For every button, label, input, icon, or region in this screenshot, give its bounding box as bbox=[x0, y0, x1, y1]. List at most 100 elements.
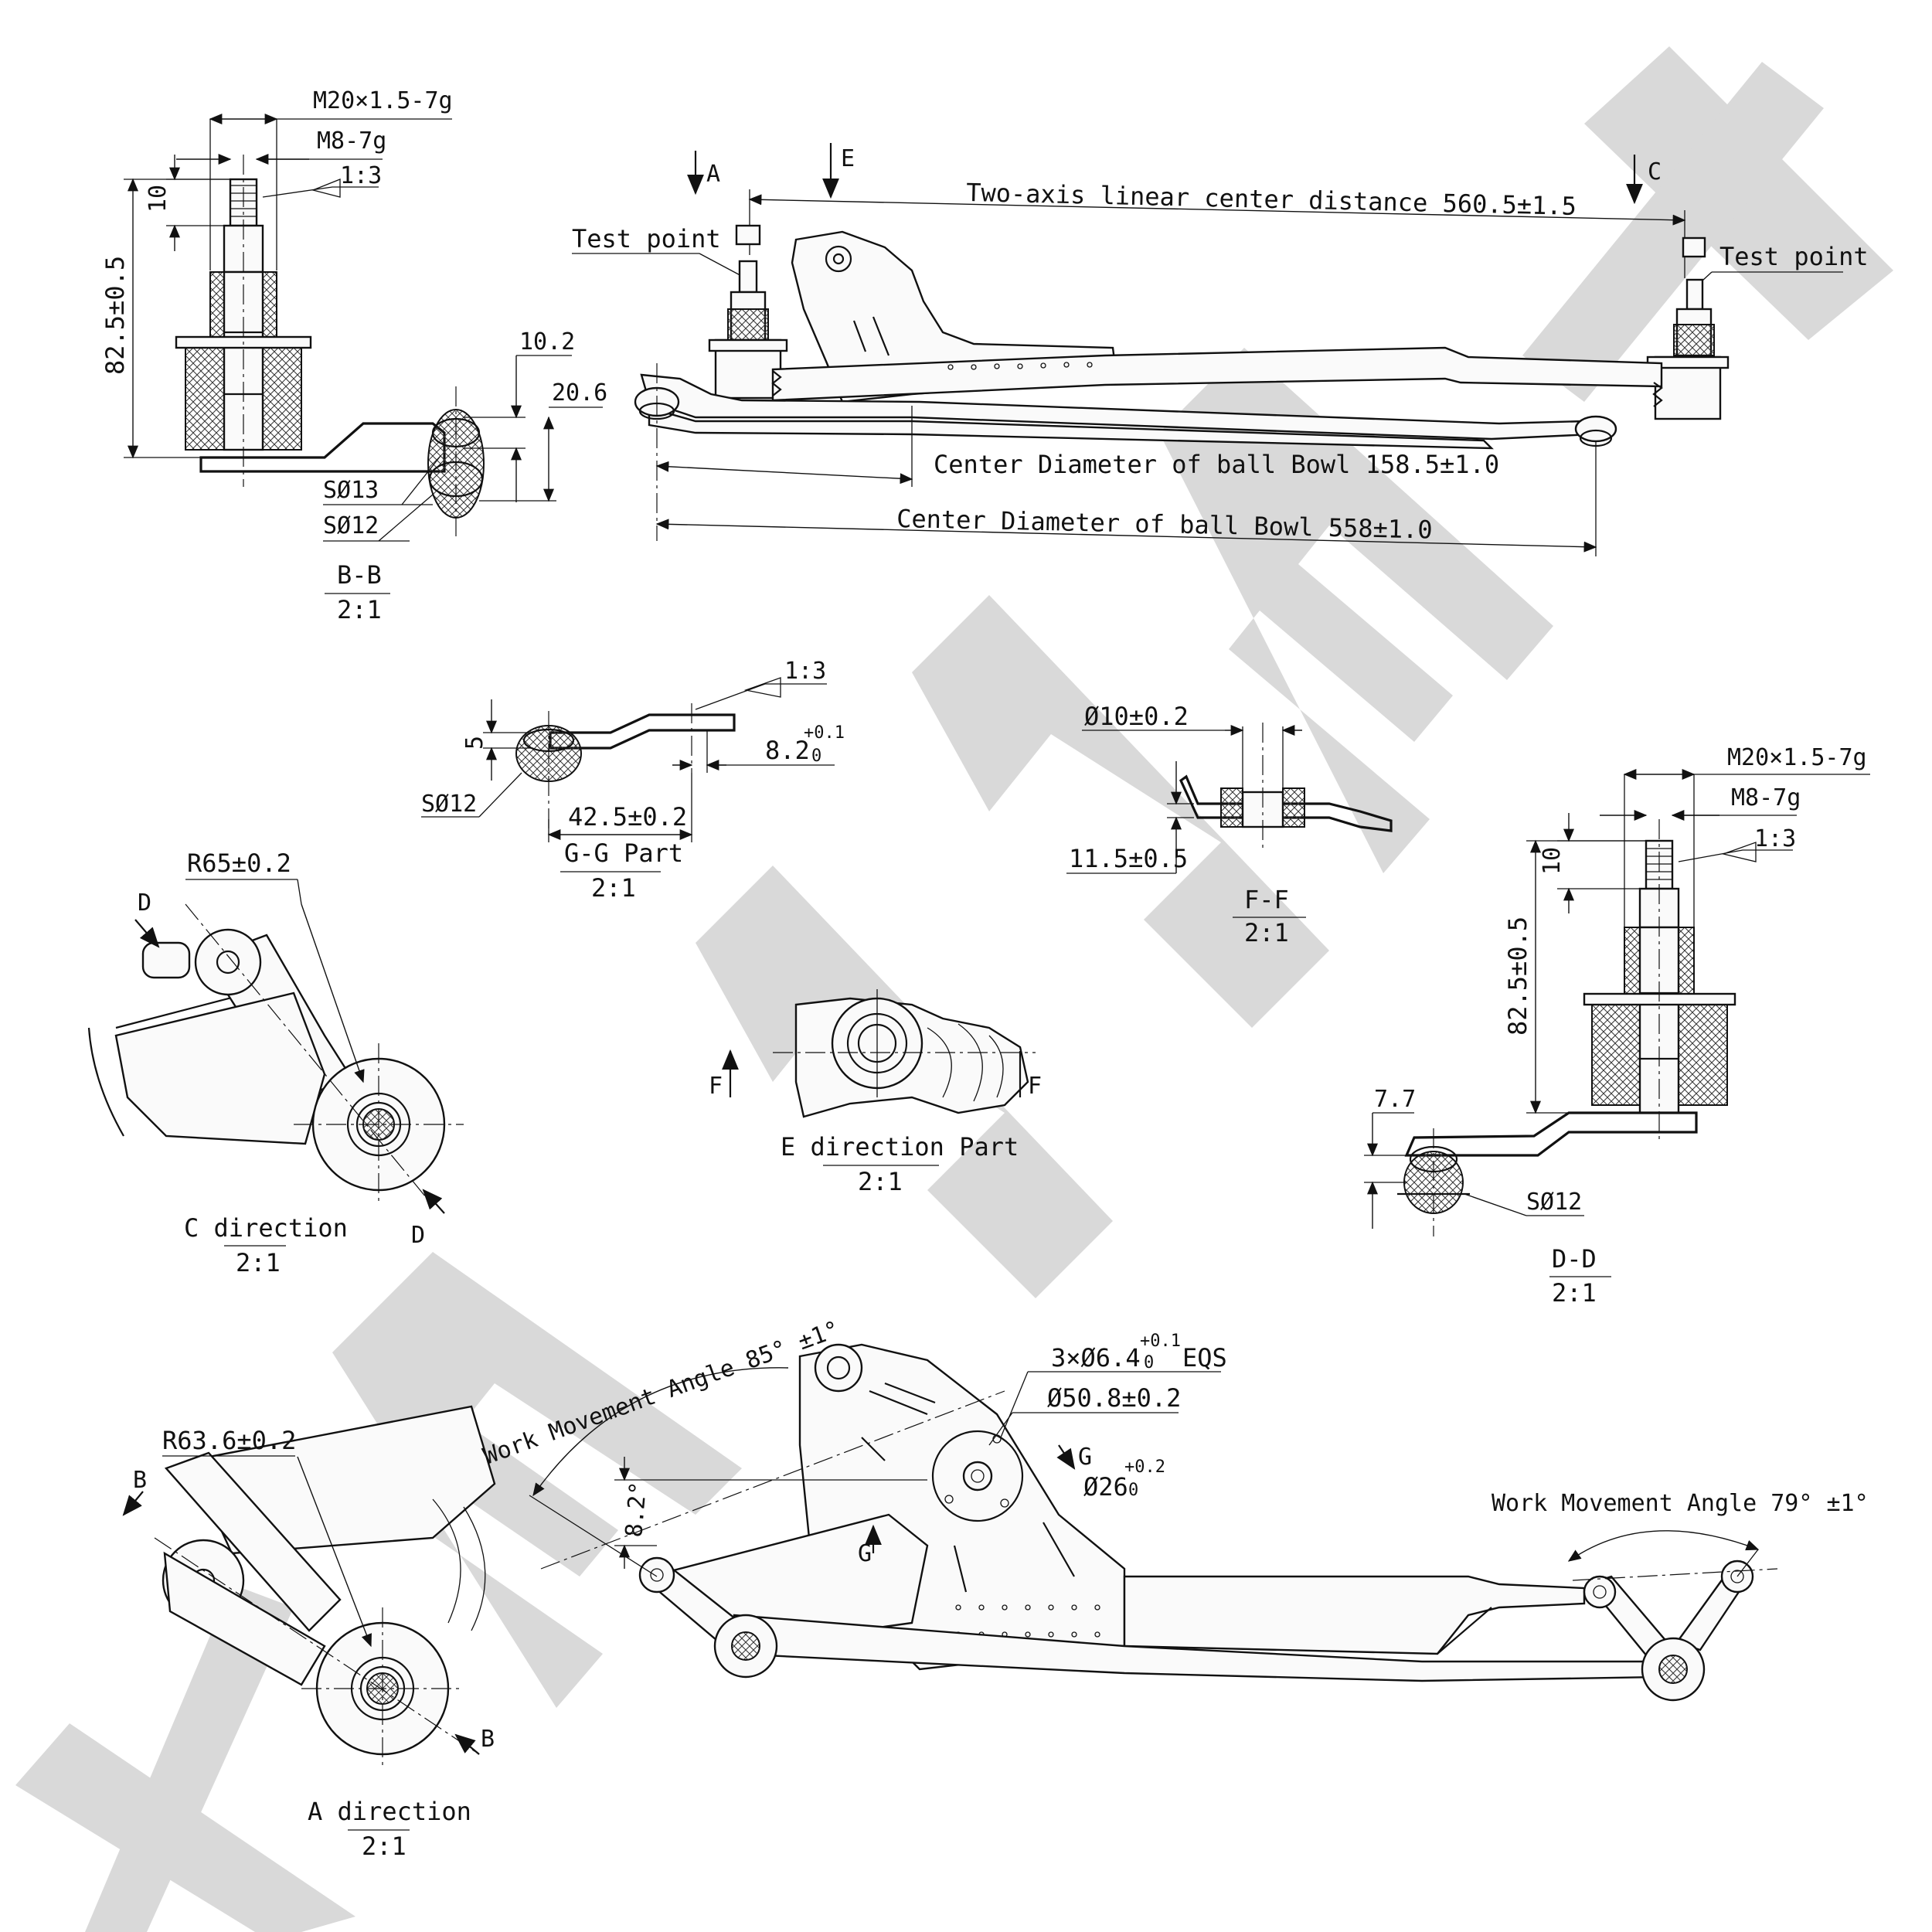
edir-sec-left: F bbox=[709, 1073, 723, 1100]
cdir-sec-top: D bbox=[138, 889, 151, 917]
bottom-bore-tol-lower: 0 bbox=[1128, 1481, 1138, 1500]
ff-insert-left bbox=[1220, 787, 1243, 828]
main-right-spindle-tip bbox=[1685, 278, 1704, 311]
bb-dim-10-2: 10.2 bbox=[519, 328, 575, 355]
gg-tol-lower: 0 bbox=[811, 747, 821, 766]
watermark-letter-e bbox=[332, 1252, 742, 1708]
main-two-axis-dim: Two-axis linear center distance 560.5±1.… bbox=[966, 178, 1577, 221]
edir-view-scale: 2:1 bbox=[858, 1167, 903, 1196]
watermark-letter-x-4 bbox=[1522, 62, 1824, 402]
bb-ball-13: SØ13 bbox=[323, 477, 379, 504]
dd-thread-major: M20×1.5-7g bbox=[1727, 744, 1867, 771]
view-adir: R63.6±0.2 B B A direction 2:1 bbox=[122, 1405, 496, 1861]
edir-view-name: E direction Part bbox=[781, 1132, 1019, 1162]
dd-view-name: D-D bbox=[1552, 1244, 1597, 1274]
bottom-angle-arc-left bbox=[532, 1367, 789, 1497]
main-long-rod bbox=[771, 346, 1663, 402]
main-left-flange bbox=[708, 338, 788, 352]
watermark bbox=[15, 46, 1893, 1932]
bottom-holes-tol-lower: 0 bbox=[1144, 1353, 1154, 1372]
bottom-holes: 3×Ø6.4 bbox=[1051, 1343, 1141, 1372]
main-arrow-e: E bbox=[841, 145, 855, 172]
gg-tol-upper: +0.1 bbox=[804, 723, 845, 743]
bottom-dim-8-2: 8.2° bbox=[621, 1481, 652, 1539]
adir-sec-bot: B bbox=[481, 1726, 495, 1753]
bottom-bore-tol-upper: +0.2 bbox=[1124, 1458, 1165, 1477]
watermark-letter-n-2 bbox=[912, 595, 1329, 1028]
ff-view-scale: 2:1 bbox=[1244, 918, 1289, 947]
cdir-sec-bot: D bbox=[411, 1222, 425, 1249]
dd-dim-10: 10 bbox=[1539, 847, 1566, 875]
bottom-holes-eqs: EQS bbox=[1182, 1343, 1227, 1372]
bb-view-scale: 2:1 bbox=[337, 595, 382, 624]
dd-dim-height: 82.5±0.5 bbox=[1503, 917, 1532, 1036]
gg-dim-8-2: 8.2 bbox=[765, 736, 810, 765]
gg-ball: SØ12 bbox=[421, 791, 477, 818]
main-right-thread bbox=[1673, 324, 1715, 356]
bottom-angle-arc-right bbox=[1567, 1530, 1760, 1562]
dd-view-scale: 2:1 bbox=[1552, 1278, 1597, 1308]
ff-dim-11-5: 11.5±0.5 bbox=[1069, 844, 1188, 873]
bb-taper-label: 1:3 bbox=[340, 162, 382, 189]
bottom-sec-g-top: G bbox=[1078, 1444, 1092, 1471]
bottom-holes-tol-upper: +0.1 bbox=[1140, 1332, 1181, 1351]
watermark-letter-e-2 bbox=[1159, 348, 1553, 873]
bottom-right-crank-pivot bbox=[1583, 1575, 1617, 1609]
bottom-sec-g-bot: G bbox=[858, 1540, 872, 1567]
bottom-pcd: Ø50.8±0.2 bbox=[1047, 1383, 1181, 1413]
bb-ball-12: SØ12 bbox=[323, 512, 379, 539]
main-test-point-left: Test point bbox=[572, 224, 721, 253]
view-gg: 42.5±0.2 5 8.2 +0.1 0 1:3 SØ12 G-G Part … bbox=[421, 658, 845, 903]
adir-sec-top: B bbox=[133, 1467, 147, 1494]
bottom-long-rod bbox=[1123, 1575, 1586, 1655]
cdir-rod-lower bbox=[114, 992, 326, 1145]
cdir-radius: R65±0.2 bbox=[187, 849, 291, 878]
main-arrow-a: A bbox=[706, 161, 720, 188]
cdir-slot bbox=[141, 941, 191, 979]
gg-taper: 1:3 bbox=[784, 658, 826, 685]
view-edir: F F E direction Part 2:1 bbox=[709, 989, 1042, 1196]
bottom-left-crank-pivot bbox=[638, 1556, 675, 1594]
view-ff: Ø10±0.2 11.5±0.5 F-F 2:1 bbox=[1066, 702, 1393, 947]
view-cdir: R65±0.2 D D C direction 2:1 bbox=[87, 849, 464, 1277]
dd-arm bbox=[1404, 1111, 1698, 1157]
bottom-angle-right: Work Movement Angle 79° ±1° bbox=[1492, 1490, 1869, 1517]
view-dd: M20×1.5-7g M8-7g 1:3 10 82.5±0.5 7.7 SØ1… bbox=[1364, 744, 1870, 1308]
bb-dim-10: 10 bbox=[145, 185, 172, 213]
dd-taper: 1:3 bbox=[1754, 825, 1796, 852]
view-bb: M20×1.5-7g M8-7g 1:3 10 82.5±0.5 10.2 20… bbox=[100, 87, 607, 624]
main-rod-holes bbox=[947, 362, 1093, 370]
main-bowl-dim-1: Center Diameter of ball Bowl 158.5±1.0 bbox=[934, 450, 1499, 479]
main-right-cap bbox=[1682, 236, 1706, 258]
main-right-ball bbox=[1574, 415, 1617, 443]
ff-view-name: F-F bbox=[1244, 885, 1289, 914]
main-arrow-c: C bbox=[1648, 158, 1662, 185]
cdir-view-scale: 2:1 bbox=[236, 1248, 281, 1277]
cdir-view-name: C direction bbox=[184, 1213, 348, 1243]
gg-view-scale: 2:1 bbox=[591, 873, 636, 903]
adir-arm bbox=[164, 1451, 342, 1632]
main-drive-link-lower bbox=[648, 406, 1494, 450]
watermark-letter-x-2 bbox=[85, 1584, 294, 1932]
main-left-cap bbox=[735, 224, 761, 246]
view-main: A E C Two-axis linear center distance 56… bbox=[572, 143, 1869, 556]
gg-dim-42-5: 42.5±0.2 bbox=[568, 802, 687, 832]
gg-view-name: G-G Part bbox=[564, 838, 683, 868]
main-motor-hole bbox=[825, 245, 852, 273]
main-left-thread bbox=[727, 308, 769, 341]
dd-thread-minor: M8-7g bbox=[1731, 784, 1801, 811]
bb-view-name: B-B bbox=[337, 560, 382, 590]
dd-dim-7-7: 7.7 bbox=[1374, 1086, 1416, 1113]
adir-view-scale: 2:1 bbox=[362, 1832, 406, 1861]
gg-dim-5: 5 bbox=[461, 736, 488, 750]
main-test-point-right: Test point bbox=[1719, 242, 1869, 271]
adir-view-name: A direction bbox=[308, 1797, 471, 1826]
ff-dim-10: Ø10±0.2 bbox=[1084, 702, 1189, 731]
watermark-letter-n-1 bbox=[696, 866, 1113, 1298]
ff-insert-right bbox=[1282, 787, 1305, 828]
bb-thread-major-label: M20×1.5-7g bbox=[313, 87, 453, 114]
main-left-spindle-tip bbox=[738, 260, 758, 294]
dd-ball: SØ12 bbox=[1526, 1189, 1582, 1216]
bottom-pcd-circle bbox=[931, 1430, 1024, 1522]
